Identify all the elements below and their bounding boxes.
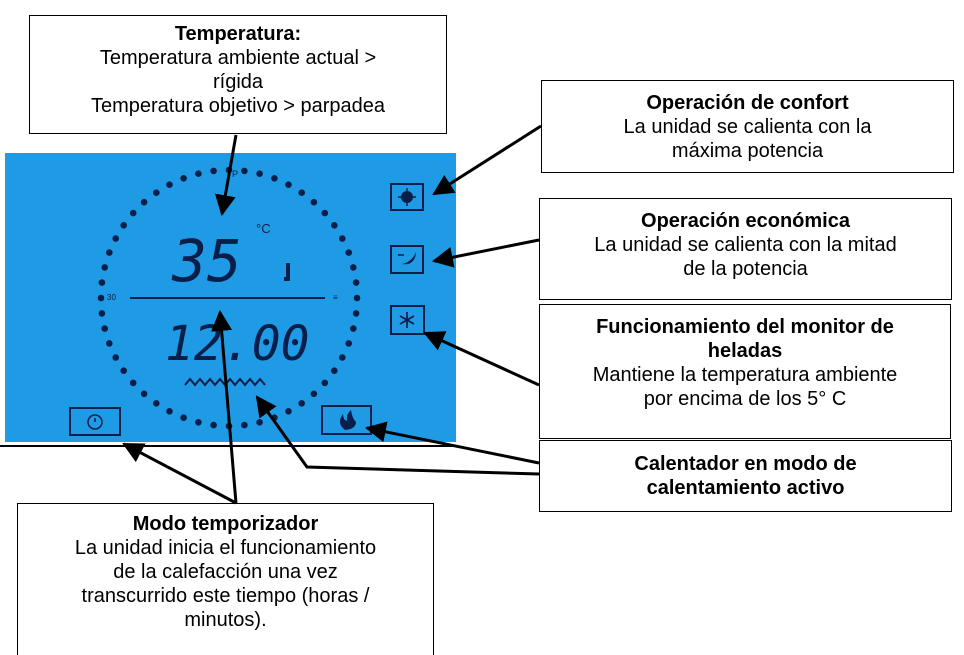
dial-dot	[210, 421, 217, 429]
timer-callout: Modo temporizador La unidad inicia el fu…	[17, 503, 434, 655]
heater-callout: Calentador en modo de calentamiento acti…	[539, 440, 952, 512]
arrow-comfort	[432, 124, 542, 196]
heater-callout-title: Calentador en modo de	[634, 453, 857, 475]
dial-tick-label: P	[232, 169, 238, 179]
timer-callout-line: transcurrido este tiempo (horas /	[81, 585, 370, 607]
temperature-callout-line: rígida	[212, 71, 264, 93]
temperature-callout-line: Temperatura objetivo > parpadea	[90, 95, 386, 117]
arrow-heater-wave	[255, 395, 540, 476]
dial-dot	[321, 209, 329, 217]
timer-icon	[69, 407, 121, 436]
dial-dot	[298, 400, 306, 407]
dial-dot	[285, 181, 292, 188]
dial-dot	[112, 354, 119, 361]
dial-dot	[210, 167, 217, 175]
heater-callout-title: calentamiento activo	[646, 477, 845, 499]
dial-dot	[310, 198, 318, 206]
temperature-readout: 35	[171, 227, 242, 295]
dial-dot	[271, 175, 278, 182]
dial-dot	[98, 310, 106, 317]
dial-dot	[350, 264, 357, 271]
timer-callout-title: Modo temporizador	[132, 513, 319, 535]
dial-dot	[345, 340, 353, 347]
dial-dot	[352, 310, 360, 317]
frost-callout-title: Funcionamiento del monitor de	[596, 316, 894, 338]
dial-dot	[180, 414, 187, 422]
arrow-timer-icon	[122, 442, 237, 505]
panel-baseline	[0, 445, 458, 447]
dial-dot	[97, 294, 105, 302]
comfort-callout-line: máxima potencia	[671, 140, 824, 162]
timer-callout-line: de la calefacción una vez	[113, 561, 338, 583]
moon-icon	[390, 245, 424, 274]
dial-dot	[241, 167, 248, 175]
frost-callout-line: Mantiene la temperatura ambiente	[592, 364, 898, 386]
dial-dot	[350, 325, 357, 332]
arrow-heater-icon	[364, 421, 540, 465]
dial-dot	[106, 340, 113, 347]
arrow-timer-readout	[211, 309, 238, 504]
dial-dot	[298, 189, 306, 196]
dial-dot	[241, 421, 248, 429]
arrow-eco	[431, 238, 540, 268]
dial-dot	[106, 249, 113, 256]
dial-dot	[339, 235, 346, 242]
dial-dot	[180, 175, 187, 182]
comfort-callout-title: Operación de confort	[646, 92, 849, 114]
dial-dot	[140, 198, 148, 206]
dial-dot	[285, 408, 292, 415]
frost-callout-line: por encima de los 5° C	[643, 388, 847, 410]
dial-dot	[153, 189, 160, 196]
dial-dot	[101, 264, 108, 271]
comfort-callout-line: La unidad se calienta con la	[623, 116, 872, 138]
frost-callout: Funcionamiento del monitor de heladas Ma…	[539, 304, 951, 439]
dial-tick-label: ≡	[333, 293, 338, 302]
timer-callout-line: minutos).	[184, 609, 267, 631]
timer-readout: 12.00	[165, 316, 310, 372]
dial-dot	[331, 367, 338, 375]
dial-dot	[345, 249, 353, 256]
eco-callout: Operación económica La unidad se calient…	[539, 198, 952, 300]
dial-dot	[195, 419, 202, 426]
eco-callout-line: de la potencia	[683, 258, 808, 280]
dial-dot	[101, 325, 108, 332]
dial-dot	[129, 209, 137, 217]
dial-dot	[140, 390, 148, 398]
dial-dot	[256, 170, 263, 177]
temperature-callout-line: Temperatura ambiente actual >	[99, 47, 377, 69]
temperature-callout: Temperatura: Temperatura ambiente actual…	[29, 15, 447, 134]
dial-tick-label: 30	[107, 293, 116, 302]
comfort-callout: Operación de confort La unidad se calien…	[541, 80, 954, 173]
eco-callout-line: La unidad se calienta con la mitad	[594, 234, 897, 256]
dial-dot	[120, 367, 127, 375]
dial-dot	[195, 170, 202, 177]
timer-callout-line: La unidad inicia el funcionamiento	[74, 537, 377, 559]
flame-icon	[321, 405, 372, 435]
dial-dot	[339, 354, 346, 361]
arrow-temperature	[214, 134, 238, 217]
temperature-callout-title: Temperatura:	[174, 23, 302, 45]
frost-callout-title: heladas	[707, 340, 783, 362]
water-drop-icon	[284, 263, 290, 281]
dial-dot	[353, 294, 361, 302]
sun-icon	[390, 183, 424, 211]
dial-dot	[166, 181, 173, 188]
dial-dot-ring	[97, 166, 361, 430]
dial-dot	[321, 379, 329, 387]
eco-callout-title: Operación económica	[641, 210, 850, 232]
dial-dot	[153, 400, 160, 407]
dial-dot	[129, 379, 137, 387]
dial-dot	[256, 419, 263, 426]
dial-dot	[352, 279, 360, 286]
temperature-unit: °C	[256, 221, 271, 236]
snowflake-icon	[390, 305, 425, 335]
arrow-frost	[423, 331, 540, 387]
dial-dot	[120, 222, 127, 229]
dial-dot	[112, 235, 119, 242]
dial-dot	[166, 408, 173, 415]
dial-dot	[98, 279, 106, 286]
dial-dot	[310, 390, 318, 398]
dial-dot	[331, 222, 338, 229]
